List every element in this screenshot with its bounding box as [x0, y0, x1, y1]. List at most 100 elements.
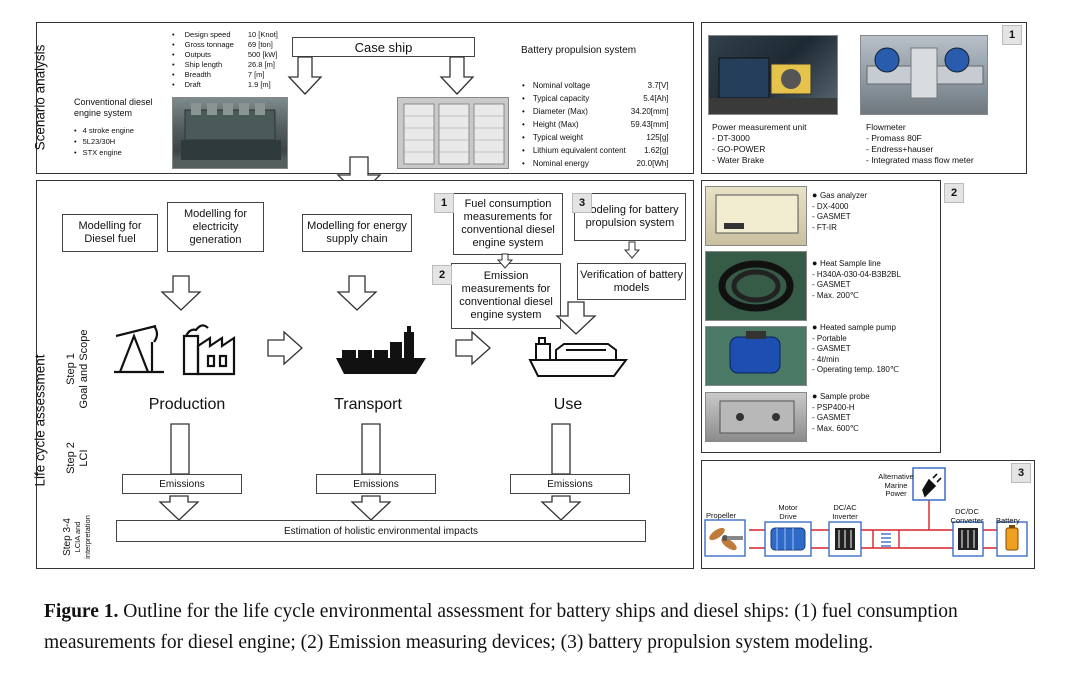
arrow-production-emissions — [170, 423, 190, 475]
inverter-icon — [828, 521, 862, 557]
capacitor-icon — [881, 533, 891, 547]
emissions-label-use: Emissions — [547, 478, 593, 490]
bullet: • — [172, 30, 175, 39]
arrow-emis2-est — [350, 495, 392, 521]
inverter-label: DC/AC Inverter — [823, 503, 867, 521]
diesel-title: Conventional diesel engine system — [74, 97, 153, 119]
emission-device-spec: - GASMET — [812, 280, 851, 289]
arrow-emis1-est — [158, 495, 200, 521]
diesel-item-text: STX engine — [82, 148, 122, 157]
ship-spec-value: 69 [ton] — [247, 40, 273, 49]
battery-spec-value: 34.20[mm] — [630, 107, 669, 116]
motor-label: Motor Drive — [765, 503, 811, 521]
power-unit-title: Power measurement unit — [712, 122, 807, 132]
emissions-label-production: Emissions — [159, 478, 205, 490]
arrow-transport-emissions — [361, 423, 381, 475]
diesel-item: •4 stroke engine — [74, 125, 134, 136]
flowmeter-title: Flowmeter — [866, 122, 906, 132]
fuel-consumption-box: Fuel consumption measurements for conven… — [453, 193, 563, 255]
stage-use: Use — [553, 396, 583, 413]
arrow-diesel-production — [160, 275, 202, 311]
battery-label: Battery — [996, 516, 1020, 525]
battery-spec-value: 59.43[mm] — [630, 120, 669, 129]
emission-device-spec: - GASMET — [812, 344, 851, 353]
bullet: • — [522, 81, 525, 90]
converter-line2: Converter — [950, 516, 984, 525]
battery-title: Battery propulsion system — [521, 45, 637, 56]
inverter-line2: Inverter — [832, 512, 858, 521]
pump-illustration — [729, 331, 781, 374]
converter-icon — [952, 521, 984, 557]
emission-device-name: Gas analyzer — [819, 191, 868, 200]
battery-icon — [996, 521, 1028, 557]
heat-sample-line-photo — [705, 251, 807, 321]
flowmeter-photo — [860, 35, 988, 115]
panel1-badge: 1 — [1002, 25, 1022, 45]
propulsion-schematic — [704, 467, 1028, 557]
diesel-title-line2: engine system — [74, 108, 133, 118]
emission-device-title: ● Heated sample pump — [812, 322, 899, 334]
figure-label: Figure 1. — [44, 601, 119, 622]
ship-spec-label: Ship length — [184, 60, 223, 69]
figure-caption: Figure 1. Outline for the life cycle env… — [44, 596, 1034, 658]
bullet-icon: ● — [812, 391, 820, 401]
heat-line-illustration — [718, 260, 794, 312]
propeller-icon — [704, 519, 746, 557]
bullet: • — [172, 50, 175, 59]
emission-device-spec: - Max. 200℃ — [812, 290, 859, 300]
bullet: • — [74, 137, 77, 146]
small-arrow-3-verify — [623, 241, 641, 259]
figure-caption-text: Outline for the life cycle environmental… — [44, 601, 958, 653]
arrow-energy-transport — [336, 275, 378, 311]
emission-device-spec: - Operating temp. 180℃ — [812, 365, 899, 374]
battery-spec-label: Lithium equivalent content — [532, 146, 626, 155]
battery-spec-row: • Lithium equivalent content 1.62[g] — [521, 144, 670, 157]
power-unit-item: - DT-3000 — [712, 133, 750, 143]
battery-spec-label: Diameter (Max) — [532, 107, 588, 116]
emissions-box-transport: Emissions — [316, 474, 436, 494]
flowmeter-desc: Flowmeter - Promass 80F- Endress+hauser-… — [866, 122, 974, 166]
power-unit-desc: Power measurement unit - DT-3000- GO-POW… — [712, 122, 807, 166]
diesel-item: • STX engine — [74, 147, 134, 158]
bullet: • — [522, 133, 525, 142]
bullet: • — [522, 120, 525, 129]
arrow-transport-use — [455, 330, 491, 366]
bullet: • — [522, 146, 525, 155]
gas-analyzer-illustration — [715, 194, 799, 234]
converter-line1: DC/DC — [955, 507, 979, 516]
emission-device: ● Sample probe- PSP400-H- GASMET- Max. 6… — [812, 391, 870, 434]
battery-model-box: Modeling for battery propulsion system — [574, 193, 686, 241]
bullet: • — [74, 148, 77, 157]
probe-illustration — [719, 400, 795, 434]
model-energy-box: Modelling for energy supply chain — [302, 214, 412, 252]
lca-connectors — [114, 241, 641, 521]
power-unit-illustration — [709, 57, 837, 114]
plug-icon — [922, 473, 942, 498]
alt-power-line2: Marine — [884, 480, 908, 490]
emission-device-title: ● Sample probe — [812, 391, 870, 403]
heated-pump-photo — [705, 326, 807, 386]
emission-device-spec: - 4ℓ/min — [812, 354, 840, 364]
battery-spec-row: •Height (Max)59.43[mm] — [521, 118, 670, 131]
bullet-icon: ● — [812, 190, 820, 200]
inverter-line1: DC/AC — [833, 503, 857, 512]
ship-spec-label: Design speed — [184, 30, 231, 39]
emission-device-spec: - PSP400-H — [812, 402, 855, 412]
panel2-badge: 2 — [944, 183, 964, 203]
battery-rack-photo — [397, 97, 509, 169]
bullet: • — [522, 159, 525, 168]
battery-spec-value: 1.62[g] — [644, 146, 669, 155]
emission-box: Emission measurements for conventional d… — [451, 263, 561, 329]
alt-power-line3: Power — [885, 489, 907, 498]
battery-spec-value: 5.4[Ah] — [643, 94, 669, 103]
arrow-use-emissions — [551, 423, 571, 475]
ship-spec-label: Gross tonnage — [184, 40, 234, 49]
flowmeter-item: - Promass 80F — [866, 133, 922, 143]
emissions-label-transport: Emissions — [353, 478, 399, 490]
